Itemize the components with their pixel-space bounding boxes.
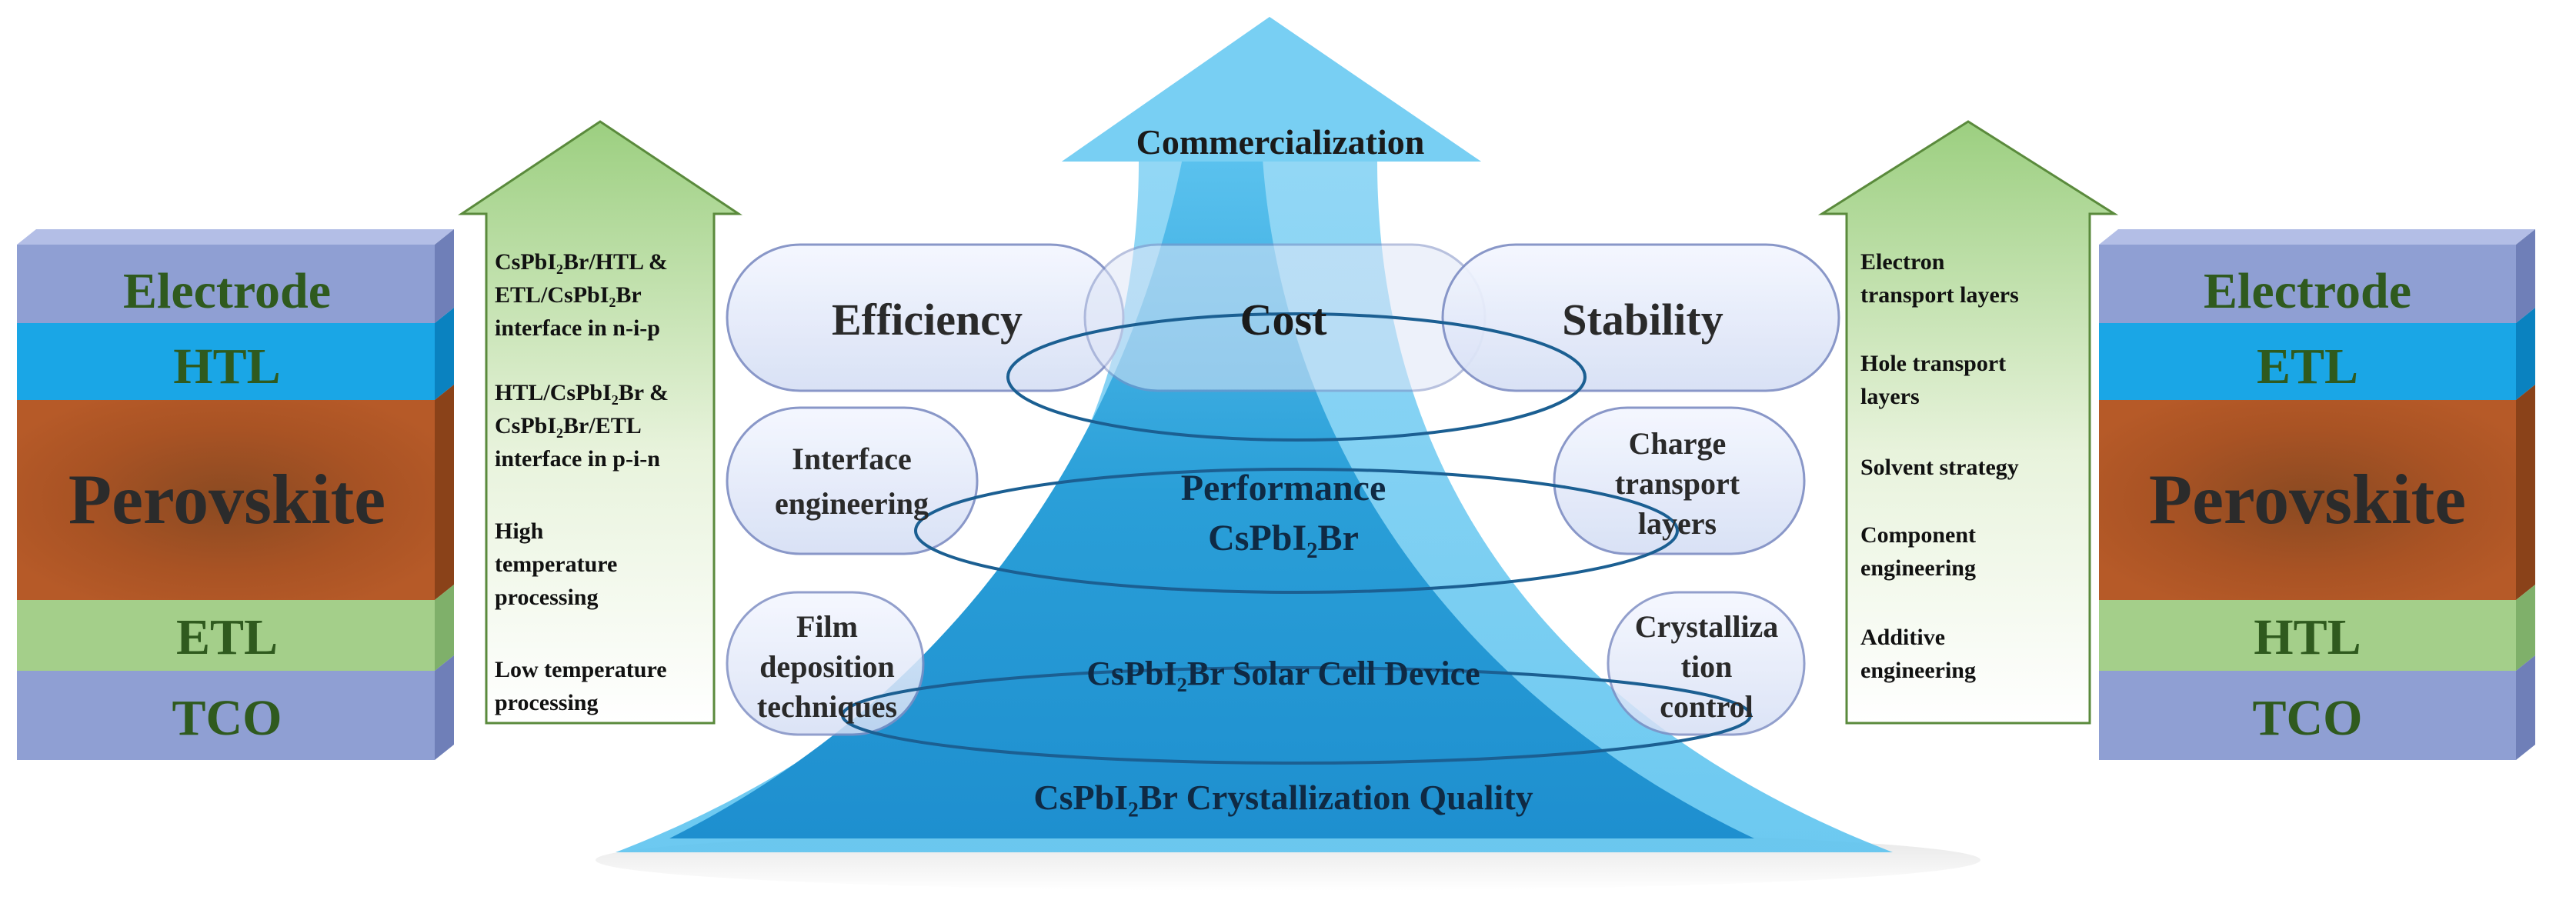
label-interface-engineering: Interface engineering: [775, 442, 929, 521]
ring-top: [1006, 312, 1587, 442]
svg-text:Electron: Electron: [1860, 249, 1945, 275]
right-layer-electrode: Electrode: [2204, 263, 2411, 319]
svg-text:Charge: Charge: [1629, 426, 1727, 461]
svg-text:CsPbI₂Br/HTL &: CsPbI₂Br/HTL &: [495, 249, 668, 275]
right-arrow-item-5: Additive engineering: [1860, 625, 1976, 683]
left-layer-stack: [17, 229, 454, 760]
svg-text:layers: layers: [1860, 384, 1920, 409]
label-solar-cell-device: CsPbI₂Br Solar Cell Device: [1086, 655, 1480, 692]
svg-text:Film: Film: [796, 609, 858, 644]
ring-middle: [914, 468, 1679, 594]
left-side-arrow: [458, 120, 742, 725]
svg-text:temperature: temperature: [495, 552, 617, 577]
svg-text:Solvent strategy: Solvent strategy: [1860, 455, 2019, 480]
right-layer-tco: TCO: [2252, 690, 2362, 746]
svg-text:interface in n-i-p: interface in n-i-p: [495, 315, 660, 341]
left-layer-tco: TCO: [172, 690, 282, 746]
svg-text:Interface: Interface: [792, 442, 911, 476]
left-layer-perovskite: Perovskite: [68, 460, 385, 538]
svg-text:processing: processing: [495, 585, 598, 610]
right-layer-perovskite: Perovskite: [2149, 460, 2466, 538]
label-stability: Stability: [1562, 295, 1723, 345]
label-efficiency: Efficiency: [832, 295, 1023, 345]
svg-text:ETL/CsPbI₂Br: ETL/CsPbI₂Br: [495, 282, 642, 308]
right-side-arrow: [1817, 120, 2119, 725]
left-arrow-item-1: CsPbI₂Br/HTL & ETL/CsPbI₂Br interface in…: [495, 249, 668, 341]
left-arrow-item-4: Low temperature processing: [495, 657, 667, 715]
right-arrow-item-2: Hole transport layers: [1860, 351, 2006, 409]
svg-text:Component: Component: [1860, 522, 1976, 548]
ring-bottom: [841, 666, 1752, 765]
svg-text:CsPbI₂Br/ETL: CsPbI₂Br/ETL: [495, 413, 642, 438]
svg-text:layers: layers: [1638, 506, 1717, 541]
label-crystallization-control: Crystalliza tion control: [1635, 609, 1779, 724]
label-film-deposition: Film deposition techniques: [757, 609, 897, 724]
pill-interface-engineering: [726, 406, 979, 555]
right-layer-htl: HTL: [2254, 609, 2361, 665]
central-arrow: [616, 17, 1893, 852]
svg-text:deposition: deposition: [759, 649, 895, 684]
label-charge-transport-layers: Charge transport layers: [1615, 426, 1740, 541]
svg-text:techniques: techniques: [757, 689, 897, 724]
left-layer-electrode: Electrode: [123, 263, 331, 319]
svg-text:High: High: [495, 518, 544, 544]
svg-text:Hole transport: Hole transport: [1860, 351, 2006, 376]
svg-text:CsPbI₂Br: CsPbI₂Br: [1208, 518, 1359, 558]
svg-text:transport layers: transport layers: [1860, 282, 2019, 308]
label-cost: Cost: [1240, 295, 1327, 345]
right-layer-stack: [2099, 229, 2535, 760]
pill-charge-transport: [1553, 406, 1806, 555]
svg-text:processing: processing: [495, 690, 598, 715]
right-layer-etl: ETL: [2257, 338, 2358, 395]
left-arrow-item-3: High temperature processing: [495, 518, 617, 610]
right-arrow-item-3: Solvent strategy: [1860, 455, 2019, 480]
right-arrow-item-1: Electron transport layers: [1860, 249, 2019, 308]
svg-text:Additive: Additive: [1860, 625, 1945, 650]
right-arrow-item-4: Component engineering: [1860, 522, 1976, 581]
svg-text:engineering: engineering: [1860, 555, 1976, 581]
svg-text:Low temperature: Low temperature: [495, 657, 667, 682]
label-crystallization-quality: CsPbI₂Br Crystallization Quality: [1033, 778, 1533, 817]
svg-text:engineering: engineering: [1860, 658, 1976, 683]
left-arrow-item-2: HTL/CsPbI₂Br & CsPbI₂Br/ETL interface in…: [495, 380, 669, 472]
svg-text:tion: tion: [1681, 649, 1733, 684]
left-layer-htl: HTL: [173, 338, 280, 395]
left-layer-etl: ETL: [176, 609, 278, 665]
svg-text:HTL/CsPbI₂Br &: HTL/CsPbI₂Br &: [495, 380, 669, 405]
svg-text:Crystalliza: Crystalliza: [1635, 609, 1779, 644]
svg-text:transport: transport: [1615, 466, 1740, 501]
pill-stability: [1441, 243, 1840, 392]
label-performance: Performance CsPbI₂Br: [1181, 468, 1386, 558]
svg-text:engineering: engineering: [775, 486, 929, 521]
svg-text:Performance: Performance: [1181, 468, 1386, 508]
label-commercialization: Commercialization: [1136, 122, 1425, 162]
svg-text:control: control: [1660, 689, 1753, 724]
svg-text:interface in p-i-n: interface in p-i-n: [495, 446, 660, 472]
